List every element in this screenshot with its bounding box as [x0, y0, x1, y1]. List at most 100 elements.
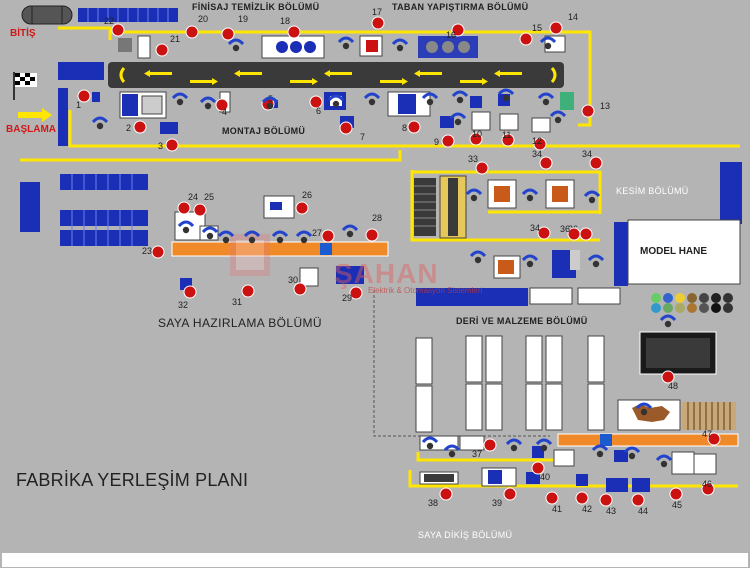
worker-icon — [295, 230, 313, 244]
worker-icon — [243, 230, 261, 244]
station-number-48: 48 — [668, 381, 678, 391]
station-marker-7: 7 — [339, 121, 365, 142]
finish-tank — [21, 5, 73, 25]
station-marker-47: 47 — [702, 429, 721, 446]
top-zone-perimeter — [20, 26, 740, 162]
start-label: BAŞLAMA — [6, 124, 56, 135]
worker-icon — [655, 454, 673, 468]
worker-icon — [583, 190, 601, 204]
station-marker-27: 27 — [312, 228, 335, 243]
station-marker-42: 42 — [575, 491, 592, 514]
station-marker-25: 25 — [193, 192, 214, 217]
section-boundary — [373, 290, 550, 437]
left-storage-racks — [20, 174, 148, 246]
station-marker-31: 31 — [232, 284, 255, 307]
station-number-39: 39 — [492, 498, 502, 508]
station-marker-15: 15 — [519, 23, 542, 46]
station-marker-34: 34 — [530, 223, 551, 240]
station-marker-6: 6 — [309, 95, 323, 116]
worker-icon — [337, 36, 355, 50]
station-number-4: 4 — [222, 107, 227, 117]
station-number-45: 45 — [672, 500, 682, 510]
station-number-29: 29 — [342, 293, 352, 303]
station-marker-33: 33 — [468, 154, 489, 175]
kesim-section-title: KESİM BÖLÜMÜ — [616, 186, 689, 196]
station-number-17: 17 — [372, 7, 382, 17]
worker-icon — [391, 38, 409, 52]
worker-icon — [623, 446, 641, 460]
worker-icon — [635, 402, 653, 416]
station-number-34: 34 — [530, 223, 540, 233]
worker-icon — [469, 250, 487, 264]
worker-icon — [327, 94, 345, 108]
worker-icon — [465, 188, 483, 202]
station-marker-19: 19 — [221, 14, 248, 41]
station-marker-1: 1 — [76, 89, 91, 110]
station-marker-10: 10 — [469, 129, 483, 146]
worker-icon — [659, 314, 677, 328]
station-marker-34: 34 — [532, 149, 553, 170]
worker-icon — [535, 438, 553, 452]
station-number-22: 22 — [104, 16, 114, 26]
watermark-subtitle: Elektrik & Otomasyon Sistemleri — [368, 286, 483, 295]
station-number-11: 11 — [502, 130, 511, 140]
start-arrow-icon — [18, 108, 52, 122]
station-marker-21: 21 — [155, 34, 180, 57]
station-marker-20: 20 — [185, 14, 208, 39]
station-number-27: 27 — [312, 228, 322, 238]
station-number-26: 26 — [302, 190, 312, 200]
station-number-25: 25 — [204, 192, 214, 202]
montaj-section-title: MONTAJ BÖLÜMÜ — [222, 126, 306, 136]
station-number-12: 12 — [532, 136, 542, 146]
station-number-2: 2 — [126, 123, 131, 133]
station-marker-9: 9 — [434, 134, 455, 148]
station-marker-45: 45 — [669, 487, 683, 510]
worker-icon — [421, 436, 439, 450]
station-marker-29: 29 — [342, 286, 363, 303]
start-rack — [58, 88, 68, 146]
worker-icon — [341, 224, 359, 238]
station-number-44: 44 — [638, 506, 648, 516]
station-number-40: 40 — [540, 472, 550, 482]
station-marker-32: 32 — [178, 285, 197, 310]
station-marker-36: 36 — [560, 224, 581, 241]
finisaj-section-title: FİNİSAJ TEMİZLİK BÖLÜMÜ — [192, 2, 320, 12]
station-number-32: 32 — [178, 300, 188, 310]
station-number-13: 13 — [600, 101, 610, 111]
feed-conveyor — [58, 62, 104, 80]
station-marker-13: 13 — [581, 101, 610, 118]
station-number-23: 23 — [142, 246, 152, 256]
station-marker-12: 12 — [532, 136, 547, 151]
worker-icon — [227, 38, 245, 52]
station-marker-18: 18 — [280, 16, 301, 39]
worker-icon — [591, 444, 609, 458]
worker-icon — [171, 92, 189, 106]
worker-icon — [201, 226, 219, 240]
station-number-9: 9 — [434, 137, 439, 147]
worker-icon — [521, 254, 539, 268]
saya-dikis-section-title: SAYA DİKİŞ BÖLÜMÜ — [418, 530, 513, 540]
station-number-47: 47 — [702, 429, 712, 439]
station-marker-40: 40 — [531, 461, 550, 482]
worker-icon — [271, 230, 289, 244]
station-marker-48: 48 — [661, 370, 678, 391]
worker-icon — [587, 254, 605, 268]
watermark-logo — [230, 234, 270, 276]
deri-zone — [415, 287, 736, 433]
station-marker-26: 26 — [295, 190, 312, 215]
station-marker-30: 30 — [288, 275, 307, 296]
station-marker-8: 8 — [402, 120, 421, 134]
station-marker-3: 3 — [158, 138, 179, 152]
plan-title: FABRİKA YERLEŞİM PLANI — [16, 470, 249, 490]
station-number-31: 31 — [232, 297, 242, 307]
station-marker-46: 46 — [701, 479, 715, 496]
station-number-6: 6 — [316, 106, 321, 116]
worker-icon — [505, 438, 523, 452]
station-number-15: 15 — [532, 23, 542, 33]
station-marker-34: 34 — [582, 149, 603, 170]
worker-icon — [421, 92, 439, 106]
station-number-46: 46 — [702, 479, 712, 489]
station-number-36: 36 — [560, 224, 570, 234]
